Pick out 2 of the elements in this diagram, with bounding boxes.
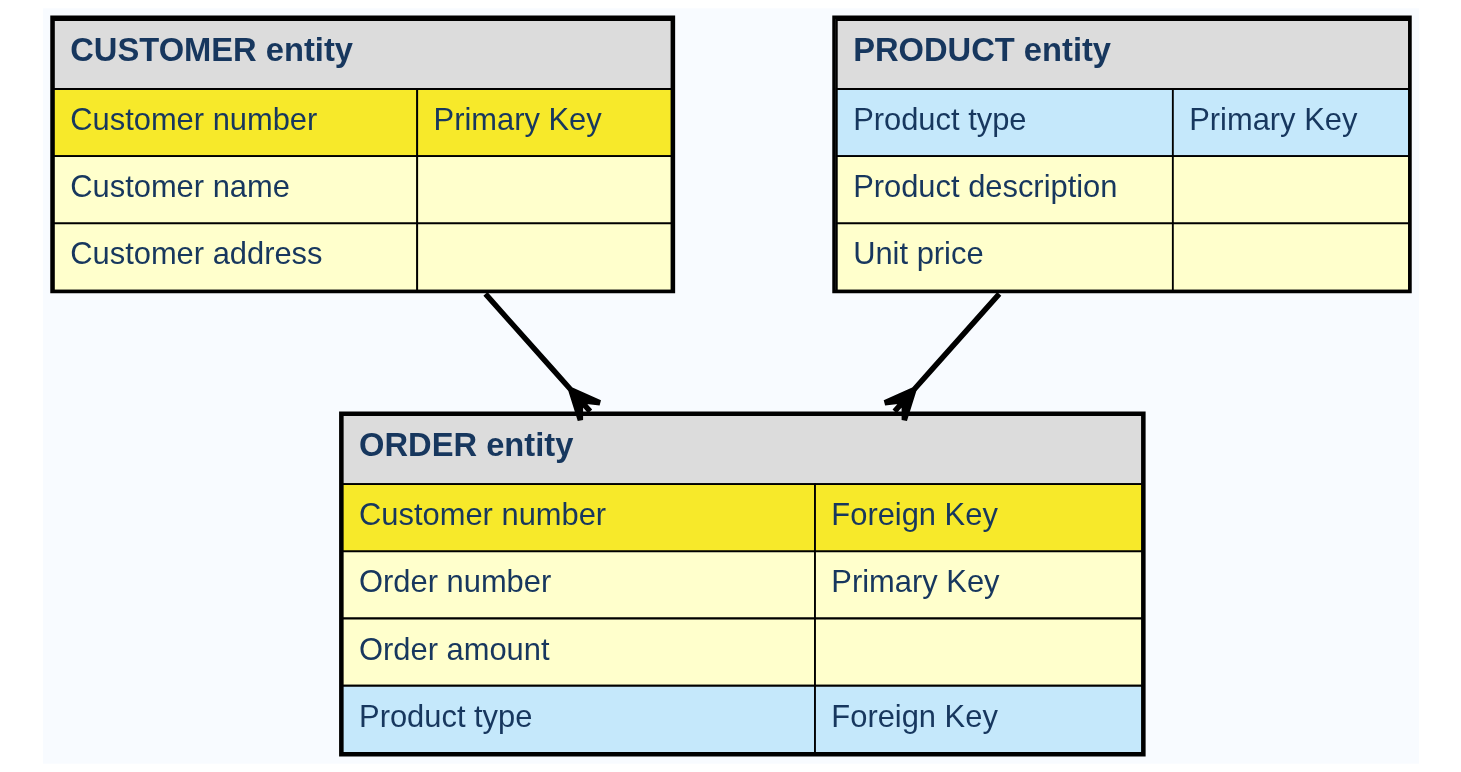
- connector: [881, 292, 1001, 423]
- connector: [482, 292, 603, 423]
